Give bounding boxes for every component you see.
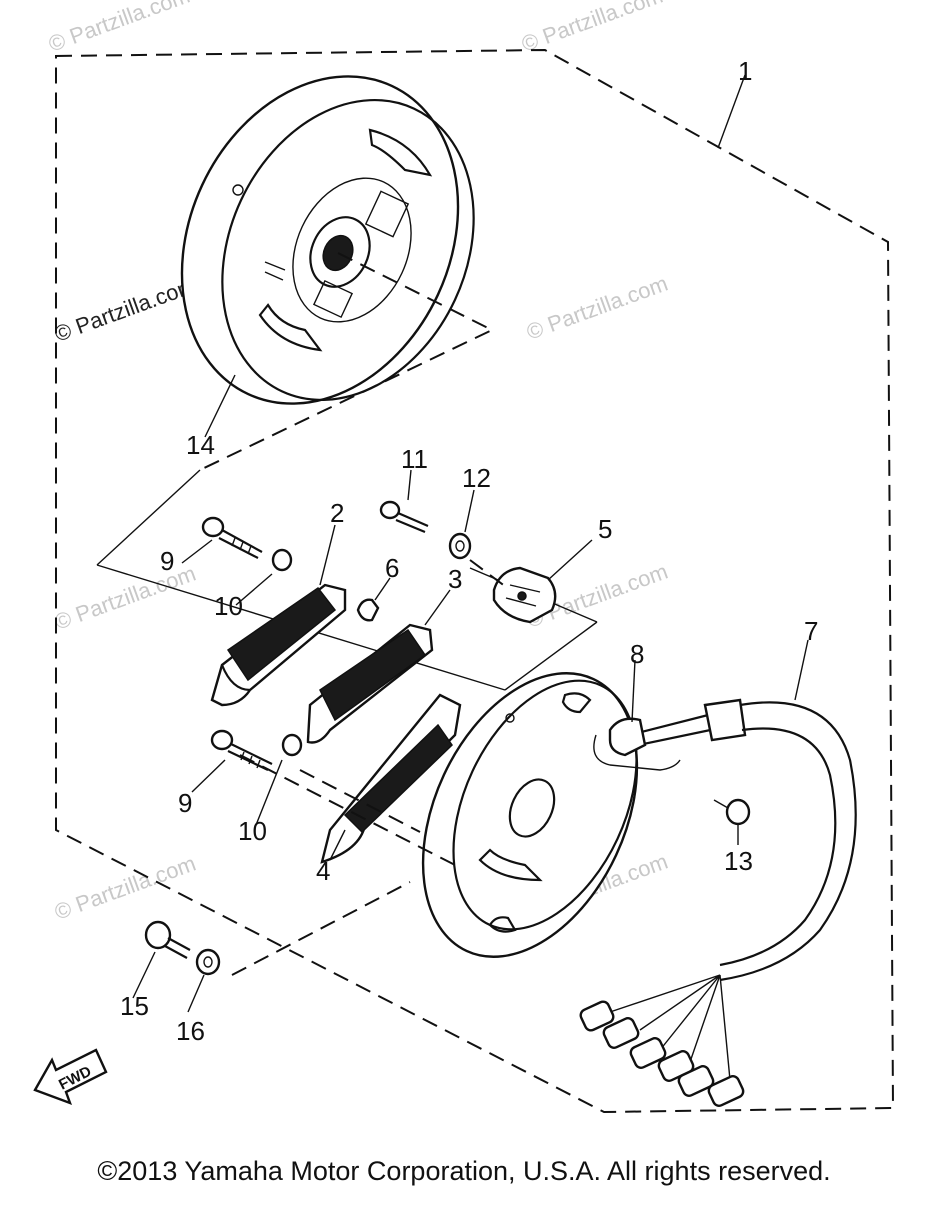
sensor-5 xyxy=(492,566,557,624)
washer-10-upper xyxy=(271,548,293,572)
callout-7: 7 xyxy=(804,616,818,646)
callout-5: 5 xyxy=(598,514,612,544)
callout-9-upper: 9 xyxy=(160,546,174,576)
cap-6 xyxy=(356,598,380,622)
clamp-8 xyxy=(608,717,647,757)
watermark: © Partzilla.com xyxy=(51,273,199,347)
screw-11 xyxy=(379,500,429,534)
watermark: © Partzilla.com xyxy=(51,561,199,635)
connector-plugs xyxy=(579,1000,745,1107)
callout-8: 8 xyxy=(630,639,644,669)
screw-13 xyxy=(713,798,751,826)
callout-4: 4 xyxy=(316,856,330,886)
coil-4 xyxy=(320,693,462,864)
nut-12 xyxy=(448,532,472,560)
screw-9-lower xyxy=(210,729,273,771)
callout-1: 1 xyxy=(738,56,752,86)
callout-11: 11 xyxy=(401,444,428,474)
callout-2: 2 xyxy=(330,498,344,528)
callout-10-lower: 10 xyxy=(238,816,267,846)
watermark: © Partzilla.com xyxy=(523,271,671,345)
coil-plane xyxy=(96,469,201,566)
watermark: © Partzilla.com xyxy=(45,0,193,57)
forward-arrow-icon: FWD xyxy=(33,1048,108,1106)
callout-6: 6 xyxy=(385,553,399,583)
flywheel-rotor xyxy=(180,75,495,471)
bolt-15 xyxy=(144,920,191,959)
screw-9-upper xyxy=(201,516,263,559)
callout-15: 15 xyxy=(120,991,149,1021)
assembly-boundary xyxy=(55,48,895,1114)
copyright-notice: ©2013 Yamaha Motor Corporation, U.S.A. A… xyxy=(97,1156,831,1186)
callout-14: 14 xyxy=(186,430,215,460)
watermark: © Partzilla.com xyxy=(51,851,199,925)
callout-12: 12 xyxy=(462,463,491,493)
coil-2 xyxy=(210,583,347,707)
stator-plate xyxy=(421,672,639,958)
guide-line xyxy=(239,754,456,866)
callout-16: 16 xyxy=(176,1016,205,1046)
leader-lines xyxy=(132,74,809,1013)
coil-3 xyxy=(306,623,434,744)
callout-9-lower: 9 xyxy=(178,788,192,818)
callout-3: 3 xyxy=(448,564,462,594)
washer-10-lower xyxy=(281,733,303,757)
callout-10-upper: 10 xyxy=(214,591,243,621)
washer-16 xyxy=(195,948,221,976)
wiring-harness-7 xyxy=(579,698,857,1107)
watermark: © Partzilla.com xyxy=(518,0,666,57)
callout-13: 13 xyxy=(724,846,753,876)
